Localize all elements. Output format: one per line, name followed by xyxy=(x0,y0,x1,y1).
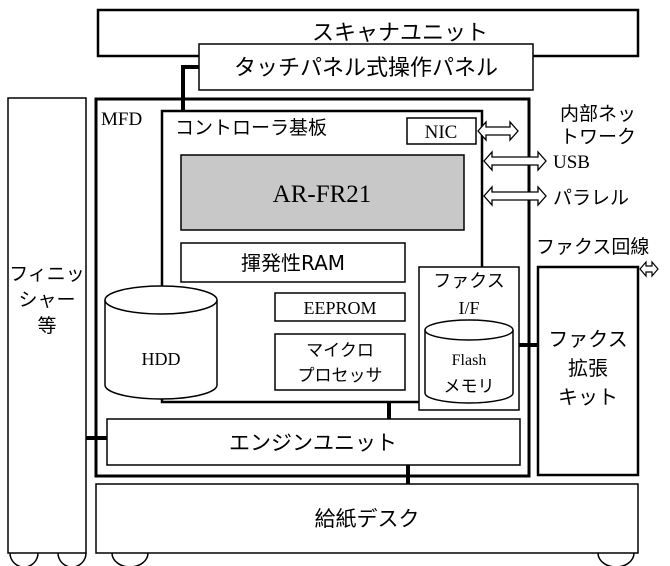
engine-unit: エンジンユニット xyxy=(106,418,521,466)
eeprom: EEPROM xyxy=(274,292,406,322)
flash-memory-label-2: メモリ xyxy=(444,377,495,397)
ar-fr21: AR-FR21 xyxy=(180,154,465,231)
finisher-label-2: シャー xyxy=(18,289,75,311)
touch-panel: タッチパネル式操作パネル xyxy=(198,43,534,91)
scanner-unit-label: スキャナユニット xyxy=(312,21,488,46)
ar-fr21-label: AR-FR21 xyxy=(273,181,372,208)
volatile-ram-label: 揮発性RAM xyxy=(241,251,345,275)
fax-kit-label-1: ファクス xyxy=(548,327,627,351)
hdd-label: HDD xyxy=(142,349,181,369)
fax-kit-label-3: キット xyxy=(558,385,618,409)
controller-board-label: コントローラ基板 xyxy=(175,117,327,139)
controller-board: コントローラ基板 xyxy=(160,109,484,404)
fax-interface-label-2: I/F xyxy=(458,298,479,318)
internal-network-label-2: トワーク xyxy=(560,126,636,148)
usb-label: USB xyxy=(553,152,590,173)
engine-unit-label: エンジンユニット xyxy=(229,431,397,455)
parallel-arrow xyxy=(483,185,547,207)
hdd: HDD xyxy=(104,285,218,400)
microprocessor-label-2: プロセッサ xyxy=(298,366,383,386)
fax-kit-label-2: 拡張 xyxy=(568,356,608,380)
parallel-label: パラレル xyxy=(553,187,629,209)
mfd-label: MFD xyxy=(101,109,142,130)
paper-desk: 給紙デスク xyxy=(95,483,639,566)
external-arrows xyxy=(477,120,659,278)
microprocessor: マイクロ プロセッサ xyxy=(274,333,406,391)
nic: NIC xyxy=(406,117,477,145)
network-arrow xyxy=(477,120,519,142)
fax-line-label: ファクス回線 xyxy=(536,236,649,258)
usb-arrow xyxy=(483,150,547,172)
finisher: フィニッ シャー 等 xyxy=(7,97,87,566)
fax-expansion-kit: ファクス 拡張 キット xyxy=(536,265,640,477)
fax-interface-label-1: ファクス xyxy=(433,271,504,292)
finisher-label-1: フィニッ xyxy=(9,263,85,285)
finisher-label-3: 等 xyxy=(37,315,56,337)
flash-memory-label-1: Flash xyxy=(452,352,487,369)
nic-label: NIC xyxy=(425,122,458,143)
eeprom-label: EEPROM xyxy=(303,298,376,318)
microprocessor-label-1: マイクロ xyxy=(306,341,374,361)
connectors xyxy=(86,65,538,484)
internal-network-label-1: 内部ネッ xyxy=(560,103,636,125)
touch-panel-label: タッチパネル式操作パネル xyxy=(234,56,498,81)
paper-desk-label: 給紙デスク xyxy=(315,507,420,531)
mfd-box: MFD xyxy=(94,97,531,478)
volatile-ram: 揮発性RAM xyxy=(180,242,406,283)
flash-memory: Flash メモリ xyxy=(424,319,514,404)
fax-line-arrow xyxy=(639,260,659,278)
